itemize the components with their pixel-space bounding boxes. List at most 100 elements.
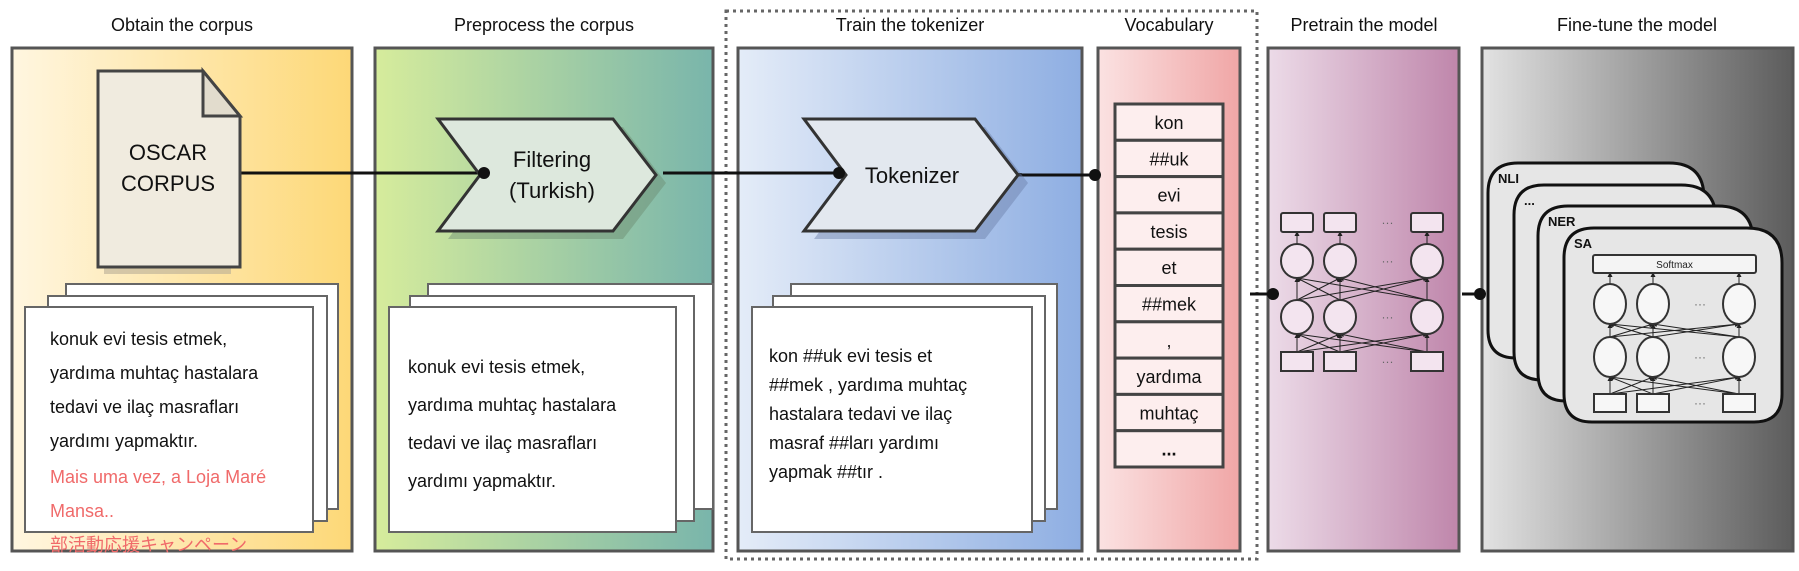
hidden-neuron <box>1636 283 1670 325</box>
connection-edge <box>1296 332 1428 353</box>
connection-edge <box>1296 333 1341 353</box>
vocabulary-list: kon ##uk evi tesis et ##mek, yardıma muhtaç... <box>1113 102 1225 469</box>
hidden-neuron <box>1593 336 1627 378</box>
input-node <box>1280 351 1314 372</box>
input-node <box>1323 351 1357 372</box>
corpus-label-line2: CORPUS <box>121 171 215 196</box>
connection-edge <box>1609 375 1740 395</box>
vocab-token: muhtaç <box>1139 403 1198 423</box>
hidden-neuron <box>1410 243 1444 279</box>
stage-title-train: Train the tokenizer <box>836 15 984 35</box>
hidden-neuron <box>1280 299 1314 335</box>
output-node <box>1323 212 1357 233</box>
input-node <box>1593 393 1627 413</box>
vocab-token: tesis <box>1150 222 1187 242</box>
tokenized-text-pages <box>751 283 1058 533</box>
input-node <box>1410 351 1444 372</box>
ellipsis-dots: ··· <box>1382 310 1394 324</box>
hidden-neuron <box>1593 283 1627 325</box>
filtering-step: Filtering (Turkish) <box>435 117 666 239</box>
foreign-text-line: Mansa.. <box>50 501 114 521</box>
vocab-cell <box>1113 429 1225 469</box>
filtered-text-line: yardıma muhtaç hastalara <box>408 395 617 415</box>
pretrain-network: ··· ··· ··· ··· <box>1280 212 1444 372</box>
softmax-layer <box>1592 254 1757 274</box>
foreign-text-line: 部活動応援キャンペーン <box>50 535 247 555</box>
connection-edge <box>1609 321 1740 338</box>
tokenized-text-line: kon ##uk evi tesis et <box>769 346 932 366</box>
raw-text-pages <box>24 283 339 533</box>
stage-title-pretrain: Pretrain the model <box>1290 15 1437 35</box>
raw-text-line: tedavi ve ilaç masrafları <box>50 397 239 417</box>
filtered-text-line: yardımı yapmaktır. <box>408 471 556 491</box>
tokenizer-label: Tokenizer <box>865 163 959 188</box>
filtering-label-line1: Filtering <box>513 147 591 172</box>
vocab-token: kon <box>1154 113 1183 133</box>
task-label: SA <box>1574 236 1593 251</box>
connector-lines <box>217 171 1480 296</box>
vocab-token: et <box>1161 258 1176 278</box>
connection-edge <box>1652 375 1740 395</box>
vocab-cell <box>1113 102 1225 142</box>
tokenized-text-line: yapmak ##tır . <box>769 462 883 482</box>
filtered-text-pages <box>388 283 714 533</box>
hidden-neuron <box>1722 283 1756 325</box>
hidden-neuron <box>1722 336 1756 378</box>
tokenizer-step: Tokenizer <box>801 117 1028 239</box>
tokenizer-group-outline <box>724 9 1259 561</box>
connection-edge <box>1339 276 1428 301</box>
raw-text-line: konuk evi tesis etmek, <box>50 329 227 349</box>
hidden-neuron <box>1410 299 1444 335</box>
task-label: ... <box>1524 193 1535 208</box>
connection-edge <box>1609 322 1654 338</box>
vocab-token: evi <box>1157 186 1180 206</box>
vocab-token: , <box>1166 331 1171 351</box>
ellipsis-dots: ··· <box>1382 254 1394 268</box>
tokenized-text-line: hastalara tedavi ve ilaç <box>769 404 952 424</box>
connection-edge <box>1609 376 1654 395</box>
connection-edge <box>1296 276 1428 301</box>
ellipsis-dots: ··· <box>1694 396 1706 410</box>
vocab-token: ##mek <box>1142 295 1197 315</box>
foreign-text-line: Mais uma vez, a Loja Maré <box>50 467 266 487</box>
tokenized-text-content: kon ##uk evi tesis et ##mek , yardıma muh… <box>769 346 967 482</box>
stage-title-obtain: Obtain the corpus <box>111 15 253 35</box>
input-node <box>1722 393 1756 413</box>
vocab-cell <box>1113 392 1225 433</box>
softmax-label: Softmax <box>1656 260 1693 271</box>
task-label: NLI <box>1498 171 1519 186</box>
stage-title-preprocess: Preprocess the corpus <box>454 15 634 35</box>
hidden-neuron <box>1323 243 1357 279</box>
vocab-cell <box>1113 138 1225 179</box>
vocab-token: ... <box>1161 440 1176 460</box>
stage-title-finetune: Fine-tune the model <box>1557 15 1717 35</box>
corpus-label-line1: OSCAR <box>129 140 207 165</box>
output-node <box>1410 212 1444 233</box>
vocab-token: yardıma <box>1136 367 1202 387</box>
ellipsis-dots: ··· <box>1694 350 1706 364</box>
tokenized-text-line: masraf ##ları yardımı <box>769 433 939 453</box>
filtered-text-line: tedavi ve ilaç masrafları <box>408 433 597 453</box>
hidden-neuron <box>1280 243 1314 279</box>
connection-edge <box>1339 332 1428 353</box>
output-node <box>1280 212 1314 233</box>
connection-edge <box>1652 322 1740 338</box>
connection-edge <box>1296 277 1341 301</box>
ellipsis-dots: ··· <box>1382 216 1394 230</box>
task-label: NER <box>1548 214 1576 229</box>
connector-dots <box>478 167 1486 300</box>
ellipsis-dots: ··· <box>1382 355 1394 369</box>
filtered-text-content: konuk evi tesis etmek,yardıma muhtaç has… <box>408 357 617 491</box>
input-node <box>1636 393 1670 413</box>
ellipsis-dots: ··· <box>1694 297 1706 311</box>
raw-text-content: konuk evi tesis etmek,yardıma muhtaç has… <box>50 329 266 555</box>
vocab-token: ##uk <box>1149 149 1189 169</box>
hidden-neuron <box>1323 299 1357 335</box>
sa-network: Softmax ··· ··· ··· <box>1592 254 1757 413</box>
filtering-label-line2: (Turkish) <box>509 178 595 203</box>
stage-title-vocabulary: Vocabulary <box>1124 15 1213 35</box>
tokenized-text-line: ##mek , yardıma muhtaç <box>769 375 967 395</box>
vocab-cell <box>1113 320 1225 360</box>
raw-text-line: yardımı yapmaktır. <box>50 431 198 451</box>
